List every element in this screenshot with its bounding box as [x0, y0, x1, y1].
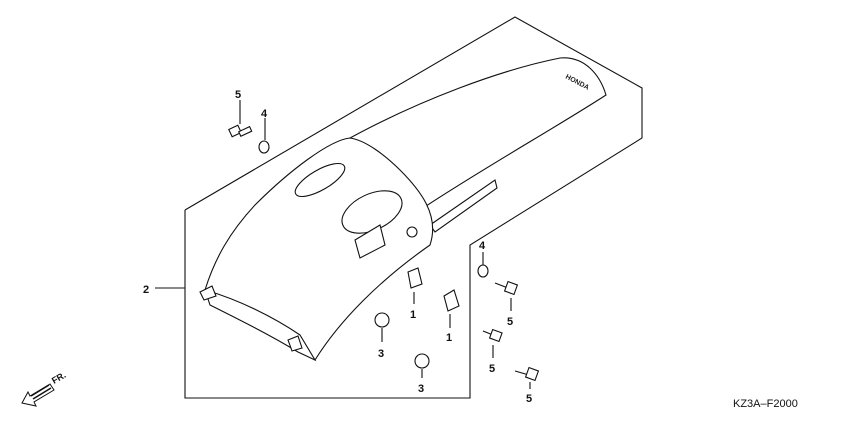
washer-right — [477, 252, 489, 278]
bolt-right-upper — [494, 280, 519, 311]
callout-1-left: 1 — [410, 309, 416, 321]
callout-4-upper-left: 4 — [261, 108, 268, 120]
callout-4-right: 4 — [479, 240, 486, 252]
callout-5-upper-left: 5 — [235, 89, 241, 101]
washer-upper-left — [258, 118, 270, 154]
front-direction-arrow: FR. — [21, 370, 68, 407]
bolt-upper-left — [228, 100, 253, 138]
callout-5-right-upper: 5 — [507, 316, 513, 328]
diagram-code: KZ3A–F2000 — [733, 398, 798, 410]
assembly-boundary — [184, 16, 643, 399]
front-direction-label: FR. — [50, 370, 68, 386]
clip-nut-left — [407, 267, 423, 304]
callout-3-left: 3 — [378, 348, 384, 360]
bolt-right-lower — [514, 366, 540, 389]
callout-3-right: 3 — [418, 383, 424, 395]
callout-2: 2 — [143, 284, 149, 296]
bolt-right-mid — [482, 328, 503, 358]
rear-fender: HONDA — [199, 57, 607, 362]
grommet-left — [374, 312, 390, 342]
callout-1-right: 1 — [446, 332, 452, 344]
callout-5-right-mid: 5 — [489, 363, 495, 375]
grommet-right — [414, 353, 430, 378]
callout-5-right-lower: 5 — [526, 393, 532, 405]
clip-nut-right — [443, 289, 460, 328]
